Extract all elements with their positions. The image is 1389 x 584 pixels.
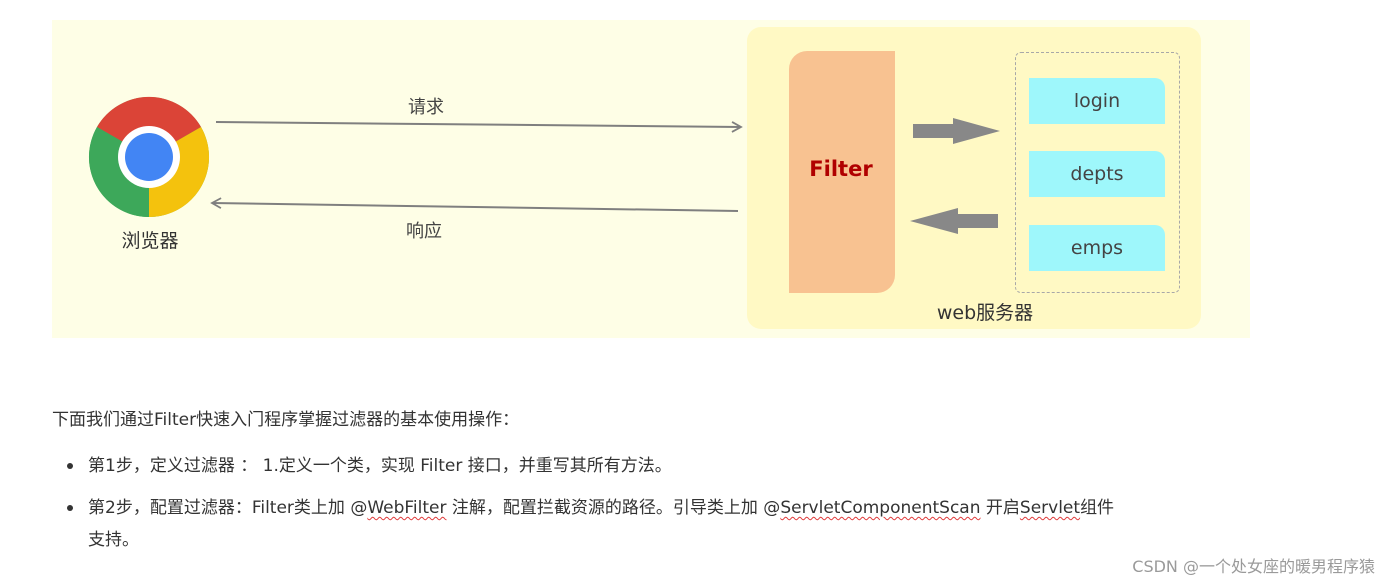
step-2-text: 第2步，配置过滤器：Filter类上加 @ xyxy=(88,498,368,518)
bullet-dot xyxy=(67,505,73,511)
step-2-continued: 支持。 xyxy=(88,530,139,550)
web-server-label: web服务器 xyxy=(936,302,1034,324)
response-label: 响应 xyxy=(406,221,442,242)
resource-depts: depts xyxy=(1029,151,1165,197)
step-2-text: 注解，配置拦截资源的路径。引导类上加 @ xyxy=(446,498,781,518)
resource-login: login xyxy=(1029,78,1165,124)
webfilter-annotation: WebFilter xyxy=(367,498,447,518)
backward-arrow-icon xyxy=(910,208,998,234)
step-2: 第2步，配置过滤器：Filter类上加 @WebFilter 注解，配置拦截资源… xyxy=(88,493,1114,523)
request-label: 请求 xyxy=(408,97,444,118)
intro-paragraph: 下面我们通过Filter快速入门程序掌握过滤器的基本使用操作： xyxy=(52,410,520,430)
step-2-text: 开启 xyxy=(980,498,1020,518)
resource-emps: emps xyxy=(1029,225,1165,271)
request-arrow xyxy=(215,121,743,133)
filter-box xyxy=(789,51,895,293)
bullet-dot xyxy=(67,463,73,469)
servlet-word: Servlet xyxy=(1019,498,1081,518)
filter-label: Filter xyxy=(809,157,873,181)
chrome-browser-icon xyxy=(88,96,210,218)
resources-group xyxy=(1015,52,1180,293)
step-1: 第1步，定义过滤器 ： 1.定义一个类，实现 Filter 接口，并重写其所有方… xyxy=(88,456,672,476)
forward-arrow-icon xyxy=(913,118,1000,144)
servlet-component-scan-annotation: ServletComponentScan xyxy=(780,498,981,518)
csdn-watermark: CSDN @一个处女座的暖男程序猿 xyxy=(1132,557,1375,576)
browser-label: 浏览器 xyxy=(121,230,179,252)
step-2-text: 组件 xyxy=(1080,498,1115,518)
response-arrow xyxy=(210,197,739,212)
